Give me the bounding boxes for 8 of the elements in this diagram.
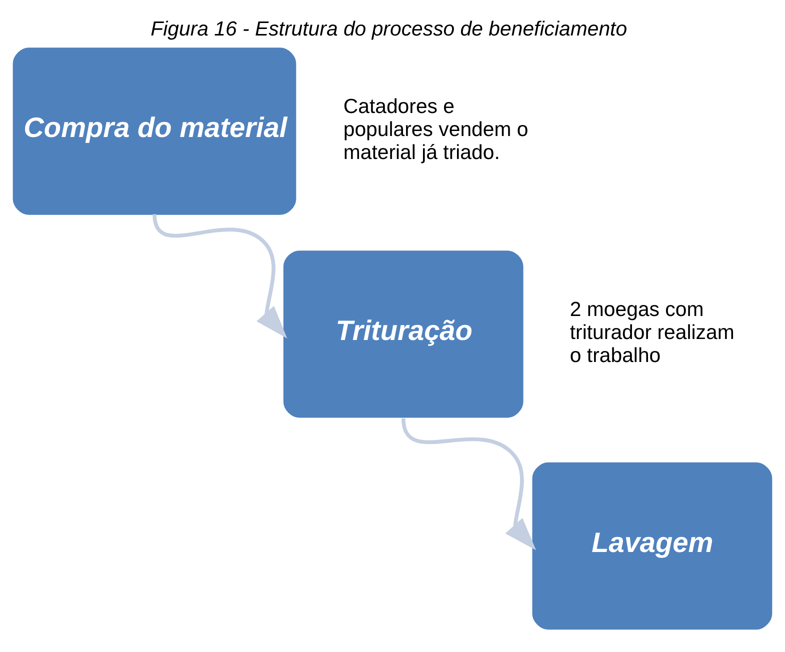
diagram-title: Figura 16 - Estrutura do processo de beneficiamento	[150, 18, 628, 40]
node-box: Lavagem	[532, 462, 772, 630]
arrow	[401, 418, 536, 550]
node-box: Trituração	[283, 250, 524, 418]
node-box: Compra do material	[12, 47, 296, 214]
node-label: 2 moegas com triturador realizam o trabalho	[570, 298, 734, 366]
arrow	[152, 213, 288, 338]
node-label: Catadores e populares vendem o material já triado.	[343, 96, 528, 164]
